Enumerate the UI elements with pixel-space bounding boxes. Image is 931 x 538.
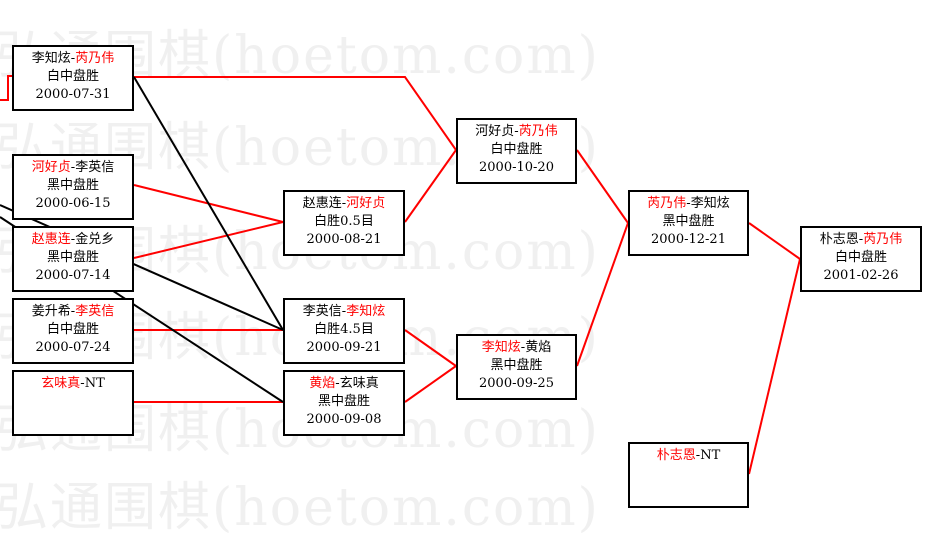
match-card-m6: 赵惠连-河好贞 白胜0.5目 2000-08-21 [283, 190, 405, 256]
player-two: 河好贞 [346, 196, 386, 211]
match-card-m13: 朴志恩-芮乃伟 白中盘胜 2001-02-26 [800, 226, 922, 292]
match-card-m4: 姜升希-李英信 白中盘胜 2000-07-24 [12, 298, 134, 364]
match-date: 2000-06-15 [35, 196, 111, 211]
match-players: 李英信-李知炫 [302, 304, 386, 319]
match-date: 2000-07-14 [35, 268, 111, 283]
match-date: 2000-09-25 [479, 376, 554, 391]
player-two: 李英信 [75, 160, 115, 175]
match-date: 2000-07-31 [35, 87, 111, 102]
match-players: 朴志恩-NT [656, 448, 721, 463]
match-date: 2000-08-21 [306, 232, 382, 247]
match-result: 白中盘胜 [46, 322, 99, 337]
match-players: 芮乃伟-李知炫 [647, 196, 730, 211]
player-one: 朴志恩 [819, 232, 859, 247]
match-players: 李知炫-黄焰 [481, 340, 552, 355]
player-two: 芮乃伟 [518, 124, 558, 139]
player-one: 赵惠连 [31, 232, 71, 247]
match-result: 黑中盘胜 [46, 250, 99, 265]
match-players: 朴志恩-芮乃伟 [819, 232, 903, 247]
match-players: 玄味真-NT [41, 376, 105, 391]
player-one: 芮乃伟 [647, 196, 687, 211]
player-one: 李英信 [302, 304, 342, 319]
match-date: 2000-12-21 [651, 232, 726, 247]
match-card-m9: 河好贞-芮乃伟 白中盘胜 2000-10-20 [456, 118, 577, 184]
match-players: 河好贞-芮乃伟 [475, 124, 558, 139]
player-two: 金兑乡 [75, 232, 115, 247]
player-two: 芮乃伟 [75, 51, 115, 66]
connector-m8-m10 [404, 365, 457, 403]
player-one: 河好贞 [31, 160, 71, 175]
match-card-m1: 李知炫-芮乃伟 白中盘胜 2000-07-31 [12, 45, 134, 111]
bracket-connectors [0, 75, 801, 475]
match-card-m3: 赵惠连-金兑乡 黑中盘胜 2000-07-14 [12, 226, 134, 292]
connector-edge-upper [0, 204, 284, 331]
match-players: 黄焰-玄味真 [309, 376, 379, 391]
connector-m10-m11 [576, 222, 629, 367]
match-players: 赵惠连-河好贞 [302, 196, 386, 211]
match-result: 黑中盘胜 [317, 394, 370, 409]
player-two: 芮乃伟 [863, 232, 903, 247]
connector-m9-m11 [576, 149, 629, 224]
match-players: 河好贞-李英信 [31, 160, 115, 175]
player-one: 李知炫 [31, 51, 71, 66]
player-two: NT [84, 376, 105, 391]
connector-m1-m9 [134, 76, 457, 151]
player-two: 李英信 [75, 304, 115, 319]
connector-m7-m10 [404, 329, 457, 367]
match-card-m5: 玄味真-NT [12, 370, 134, 436]
match-card-m7: 李英信-李知炫 白胜4.5目 2000-09-21 [283, 298, 405, 364]
match-date: 2000-09-08 [306, 412, 382, 427]
match-date: 2000-10-20 [479, 160, 554, 175]
player-one: 黄焰 [309, 376, 336, 391]
connector-entry-m1 [0, 75, 12, 101]
match-result: 白胜0.5目 [314, 214, 374, 229]
match-result: 白中盘胜 [834, 250, 887, 265]
red-connector-lines [0, 75, 801, 475]
match-card-m10: 李知炫-黄焰 黑中盘胜 2000-09-25 [456, 334, 577, 400]
player-one: 赵惠连 [302, 196, 342, 211]
connector-m3-m6 [133, 221, 284, 259]
match-card-m11: 芮乃伟-李知炫 黑中盘胜 2000-12-21 [628, 190, 749, 256]
player-two: 李知炫 [346, 304, 386, 319]
match-result: 白中盘胜 [46, 69, 99, 84]
match-result: 黑中盘胜 [662, 214, 715, 229]
match-result: 白胜4.5目 [314, 322, 374, 337]
match-card-m8: 黄焰-玄味真 黑中盘胜 2000-09-08 [283, 370, 405, 436]
match-date: 2000-09-21 [306, 340, 382, 355]
match-date: 2001-02-26 [823, 268, 899, 283]
player-one: 李知炫 [481, 340, 521, 355]
player-one: 玄味真 [41, 376, 81, 391]
match-result: 黑中盘胜 [490, 358, 543, 373]
match-players: 姜升希-李英信 [31, 304, 115, 319]
player-one: 朴志恩 [656, 448, 696, 463]
match-card-m2: 河好贞-李英信 黑中盘胜 2000-06-15 [12, 154, 134, 220]
player-two: NT [700, 448, 721, 463]
player-two: 李知炫 [690, 196, 730, 211]
match-result: 白中盘胜 [490, 142, 543, 157]
match-result: 黑中盘胜 [46, 178, 99, 193]
player-one: 姜升希 [31, 304, 71, 319]
match-players: 李知炫-芮乃伟 [31, 51, 115, 66]
connector-m12-m13 [748, 258, 801, 475]
player-one: 河好贞 [475, 124, 515, 139]
match-card-m12: 朴志恩-NT [628, 442, 749, 508]
bracket-stage: 弘通围棋(hoetom.com) 弘通围棋(hoetom.com) 弘通围棋(h… [0, 26, 922, 538]
connector-m11-m13 [748, 222, 801, 260]
player-two: 玄味真 [339, 376, 379, 391]
match-players: 赵惠连-金兑乡 [31, 232, 115, 247]
match-date: 2000-07-24 [35, 340, 111, 355]
connector-m1-m7 [133, 76, 284, 331]
player-two: 黄焰 [525, 340, 552, 355]
connector-m6-m9 [404, 149, 457, 223]
